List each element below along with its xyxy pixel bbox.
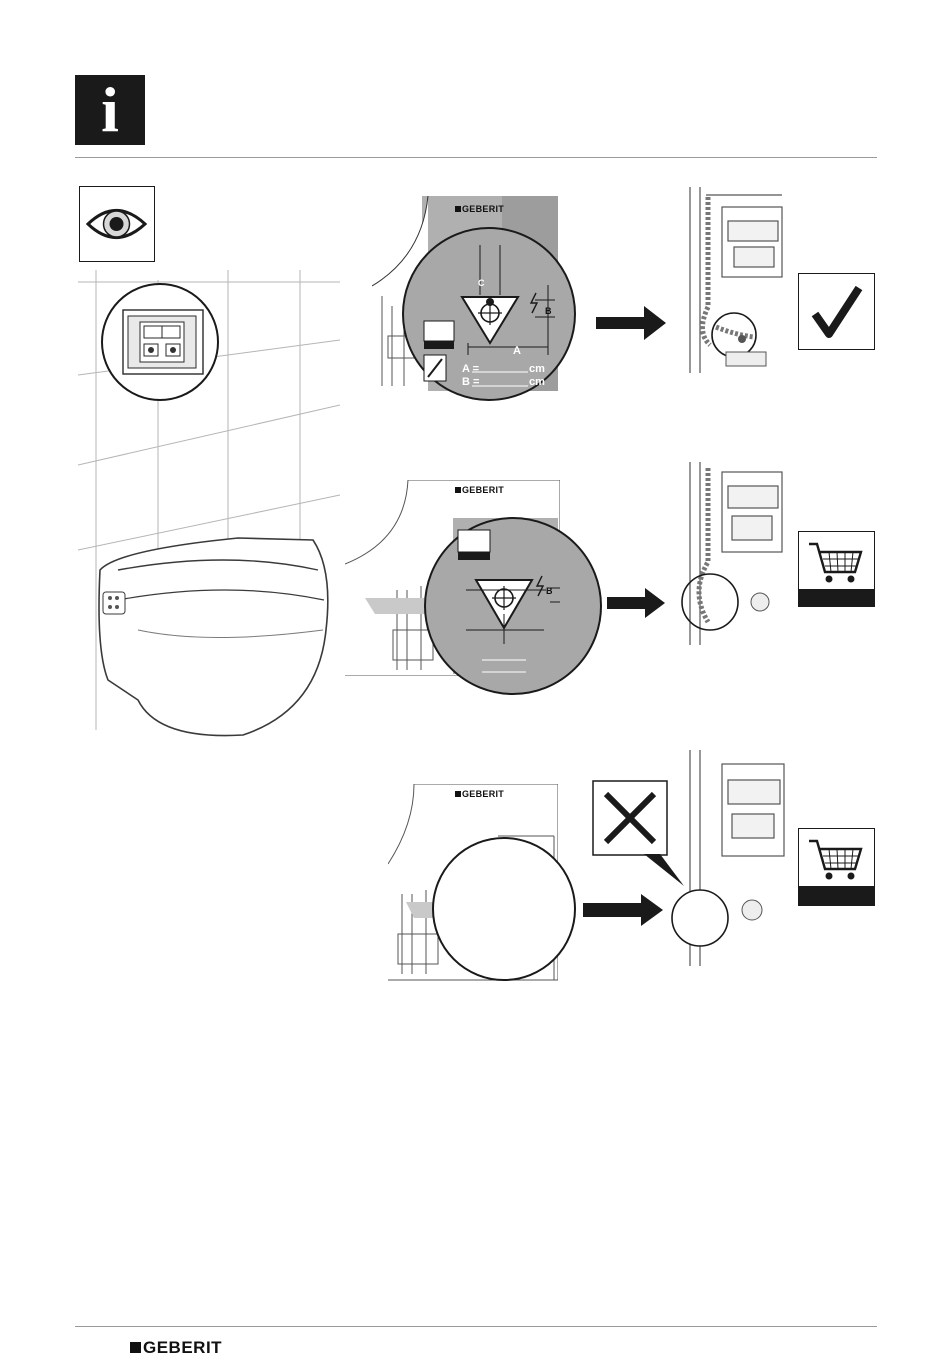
- footer-brand: GEBERIT: [143, 1338, 222, 1357]
- checkmark-box: [798, 273, 875, 350]
- shopping-cart-icon: [799, 829, 873, 885]
- label-brand-1: GEBERIT: [462, 204, 504, 214]
- geberit-logo: GEBERIT: [130, 1338, 222, 1358]
- shopping-cart-box: [798, 531, 875, 607]
- shopping-cart-icon: [799, 532, 873, 588]
- installation-frame-1: [686, 187, 786, 373]
- top-divider: [75, 157, 877, 158]
- eye-icon-box: [79, 186, 155, 262]
- field-a-label: A =: [462, 363, 479, 375]
- eye-icon: [80, 187, 153, 260]
- field-b-label: B =: [462, 376, 479, 388]
- magnifier-1: [400, 225, 578, 407]
- shopping-cart-box-2: [798, 828, 875, 906]
- installation-frame-2: [680, 462, 784, 645]
- dimension-a: A: [513, 345, 521, 357]
- dimension-b: B: [545, 306, 552, 316]
- bottom-divider: [75, 1326, 877, 1327]
- toilet-wall-illustration: [78, 270, 340, 750]
- field-b-unit: cm: [529, 376, 545, 388]
- dimension-c: C: [478, 278, 485, 288]
- dimension-b-2: B: [546, 586, 553, 596]
- field-a-unit: cm: [529, 363, 545, 375]
- magnifier-3: [430, 834, 578, 984]
- arrow-right-icon: [583, 894, 663, 926]
- label-brand-3: GEBERIT: [462, 789, 504, 799]
- checkmark-icon: [799, 274, 873, 348]
- cross-callout: [592, 780, 692, 888]
- arrow-right-icon: [607, 588, 665, 618]
- label-brand-2: GEBERIT: [462, 485, 504, 495]
- magnifier-2: [422, 514, 604, 700]
- arrow-right-icon: [596, 306, 666, 340]
- info-icon: i: [75, 75, 145, 145]
- info-glyph: i: [75, 75, 145, 145]
